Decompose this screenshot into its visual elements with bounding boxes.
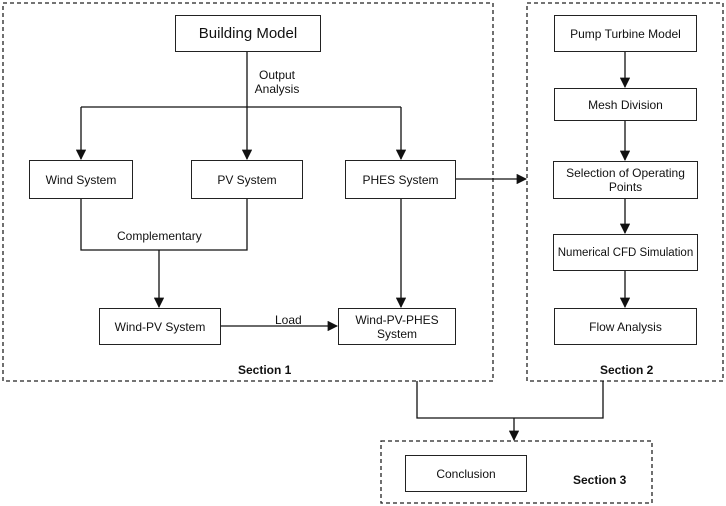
connector-sections-merge: [416, 381, 604, 419]
selection-of-operating-points-box: Selection of Operating Points: [553, 161, 698, 199]
flow-analysis-box: Flow Analysis: [554, 308, 697, 345]
section-1-label: Section 1: [238, 363, 292, 377]
section-2-frame: [526, 2, 724, 382]
conclusion-box: Conclusion: [405, 455, 527, 492]
load-label: Load: [275, 313, 302, 327]
numerical-cfd-simulation-box: Numerical CFD Simulation: [553, 234, 698, 271]
section-1-frame: [2, 2, 494, 382]
wind-system-box: Wind System: [29, 160, 133, 199]
pump-turbine-model-box: Pump Turbine Model: [554, 15, 697, 52]
section-2-label: Section 2: [600, 363, 654, 377]
pv-system-box: PV System: [191, 160, 303, 199]
complementary-label: Complementary: [117, 229, 202, 243]
connector-wind-pv-merge: [80, 199, 248, 251]
phes-system-box: PHES System: [345, 160, 456, 199]
mesh-division-box: Mesh Division: [554, 88, 697, 121]
building-model-box: Building Model: [175, 15, 321, 52]
wind-pv-phes-system-box: Wind-PV-PHES System: [338, 308, 456, 345]
wind-pv-system-box: Wind-PV System: [99, 308, 221, 345]
section-3-label: Section 3: [573, 473, 627, 487]
output-analysis-label: Output Analysis: [254, 68, 300, 96]
